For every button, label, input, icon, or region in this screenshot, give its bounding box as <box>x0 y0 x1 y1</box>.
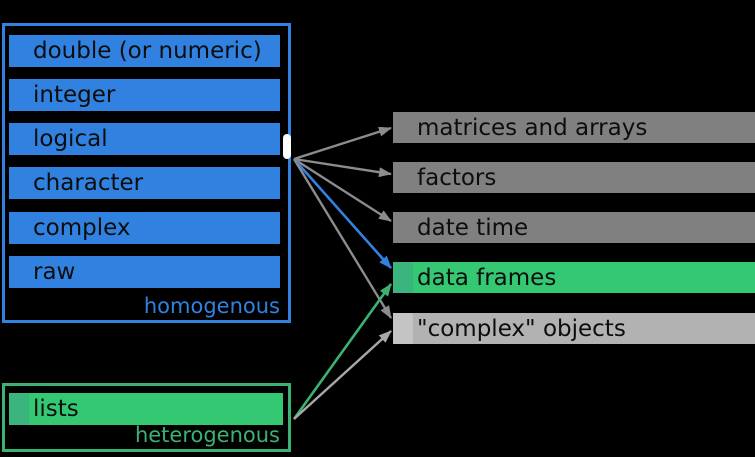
arrow-lists-to-data-frames <box>292 283 393 420</box>
connector-notch <box>283 134 291 159</box>
lists-box: lists heterogenous <box>2 383 291 452</box>
type-bar-complex: complex <box>9 212 280 244</box>
rbar-label-data-frames: data frames <box>417 264 557 291</box>
type-bar-logical: logical <box>9 123 280 155</box>
rbar-factors: factors <box>393 162 755 193</box>
type-bar-lists: lists <box>9 393 283 425</box>
type-label-logical: logical <box>33 126 108 152</box>
rbar-data-frames: data frames <box>393 262 755 293</box>
type-label-double: double (or numeric) <box>33 38 262 64</box>
rbar-label-factors: factors <box>417 164 497 191</box>
homogenous-label: homogenous <box>143 294 280 318</box>
rbar-label-complex-objects: "complex" objects <box>417 315 626 342</box>
rbar-label-date-time: date time <box>417 214 529 241</box>
heterogenous-label: heterogenous <box>134 423 280 447</box>
rbar-complex-objects: "complex" objects <box>393 313 755 344</box>
arrow-lists-to-complex-objects <box>293 330 392 420</box>
rbar-matrices-and-arrays: matrices and arrays <box>393 112 755 143</box>
type-label-complex: complex <box>33 215 131 241</box>
arrow-atomic-to-date-time <box>293 157 392 223</box>
complex-objects-bar-accent <box>393 313 413 344</box>
rbar-label-matrices-and-arrays: matrices and arrays <box>417 114 648 141</box>
type-bar-integer: integer <box>9 79 280 111</box>
type-label-lists: lists <box>33 396 79 422</box>
type-label-character: character <box>33 170 144 196</box>
arrow-atomic-to-matrices-and-arrays <box>293 126 392 161</box>
type-bar-raw: raw <box>9 256 280 288</box>
arrow-atomic-to-data-frames <box>293 158 392 269</box>
arrow-atomic-to-factors <box>293 157 392 178</box>
arrow-atomic-to-complex-objects <box>292 158 393 319</box>
type-label-integer: integer <box>33 82 116 108</box>
type-bar-character: character <box>9 167 280 199</box>
lists-bar-accent <box>9 393 29 425</box>
rbar-date-time: date time <box>393 212 755 243</box>
type-label-raw: raw <box>33 259 76 285</box>
atomic-vectors-box: double (or numeric) integer logical char… <box>2 23 291 323</box>
type-bar-double: double (or numeric) <box>9 35 280 67</box>
data-frames-bar-accent <box>393 262 413 293</box>
